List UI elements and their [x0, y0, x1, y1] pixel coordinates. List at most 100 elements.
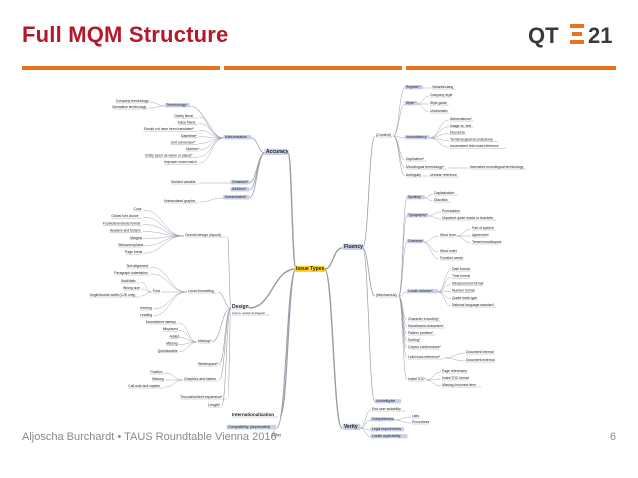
node-monolingual-terminology: Monolingual terminology*	[406, 165, 447, 170]
leaf-node: Lists	[412, 414, 421, 419]
node-ambiguity: Ambiguity	[406, 173, 422, 178]
leaf-node: Unit conversion*	[170, 140, 198, 145]
node-label: Locale applicability	[372, 434, 401, 438]
leaf-node: Pattern problem*	[408, 331, 436, 336]
leaf-node: Number format	[452, 289, 475, 293]
connector-line	[218, 307, 232, 381]
node-label: Document internal	[466, 350, 494, 354]
node-label: Inconsistent link/cross-reference	[450, 144, 499, 148]
node-box	[294, 265, 325, 272]
connector-line	[227, 307, 232, 399]
node-label: Date format	[452, 267, 470, 271]
connector-line	[437, 291, 452, 307]
node-label: Tense/mood/aspect	[472, 240, 501, 244]
connector-line	[393, 103, 406, 137]
node-inconsistency: Inconsistency	[404, 135, 430, 140]
node-label: Internationalization	[232, 412, 274, 417]
leaf-node: Overly literal	[174, 114, 198, 119]
node-omission: Omission*	[230, 179, 250, 185]
node-duplication: Duplication*	[406, 157, 427, 162]
connector-line	[444, 352, 466, 359]
connector-line	[456, 235, 472, 244]
node-box	[404, 135, 430, 140]
node-length: Length*	[208, 403, 221, 408]
node-label: Quote mark type	[452, 296, 477, 300]
connector-line	[248, 152, 266, 184]
node-label: Untranslated graphic	[164, 199, 196, 203]
node-label: Unit conversion*	[171, 140, 196, 144]
node-label: Page references	[442, 369, 467, 373]
connector-line	[398, 215, 408, 297]
leaf-node: Measurement format	[452, 281, 483, 286]
connector-line	[424, 197, 434, 202]
connector-line	[142, 224, 185, 237]
node-label: Kerning	[140, 306, 152, 310]
connector-line	[398, 295, 408, 381]
connector-line	[417, 103, 430, 113]
node-label: Unintelligible	[376, 399, 395, 403]
connector-line	[417, 95, 430, 105]
leaf-node: Should not have been translated*	[143, 127, 198, 132]
connector-line	[424, 193, 434, 199]
node-locale-applicability: Locale applicability	[370, 434, 408, 439]
qt21-logo: QT 21	[528, 20, 624, 52]
leaf-node: Missing /incorrect item	[442, 383, 482, 388]
node-label: Issue Types	[296, 266, 324, 272]
connector-line	[178, 341, 198, 353]
connector-line	[362, 135, 376, 249]
leaf-node: Variants/slang	[432, 85, 456, 90]
node-label: Font	[153, 289, 160, 293]
node-label: Style*	[406, 101, 416, 105]
connector-line	[362, 247, 376, 297]
node-label: Typography*	[408, 213, 428, 217]
node-label: Pattern problem*	[408, 331, 434, 335]
leaf-node: Bold/italic	[121, 279, 140, 284]
node-label: Sorting*	[408, 338, 421, 342]
branch-verity: Verity	[342, 423, 361, 430]
node-label: Truncation/text expansion*	[180, 395, 223, 399]
node-label: Entity (such as name or place)*	[145, 154, 193, 158]
node-label: Unclear reference	[430, 173, 457, 177]
connector-line	[398, 197, 408, 297]
node-label: Register*	[406, 85, 421, 89]
node-label: Time format	[452, 274, 470, 278]
connector-line	[437, 276, 452, 293]
connector-line	[148, 105, 166, 109]
node-label: Local formatting	[188, 289, 214, 293]
node-graphics-tables: Graphics and tables	[184, 377, 219, 382]
node-label: Missing	[166, 342, 178, 346]
node-label: Company terminology	[116, 99, 149, 103]
node-label: Terminological inconsistency	[450, 137, 493, 141]
node-label: Normative terminology	[112, 105, 146, 109]
connector-line	[152, 291, 188, 310]
node-grammar: Grammar*	[406, 239, 424, 244]
leaf-node: Part of speech	[472, 226, 496, 231]
node-label: Diacritics	[434, 198, 448, 202]
node-label: (Content)	[376, 133, 391, 137]
leaf-node: Inconsistent link/cross-reference	[450, 144, 507, 149]
connector-line	[398, 241, 408, 297]
node-label: Company style	[430, 93, 453, 97]
connector-line	[323, 268, 343, 429]
branch-accuracy: Accuracy	[264, 148, 289, 155]
leaf-node: Call-outs and caption	[128, 384, 164, 389]
node-whitespace: Whitespace*	[198, 362, 219, 367]
node-box	[230, 179, 250, 185]
node-label: Bold/italic	[121, 279, 136, 283]
root-node-issue-types: Issue Types	[294, 265, 325, 272]
node-label: Missing	[152, 377, 164, 381]
node-register: Register*	[404, 85, 423, 90]
node-label: Omitted variable	[171, 180, 196, 184]
connector-line	[250, 137, 266, 154]
leaf-node: Questionable	[157, 349, 178, 353]
connector-line	[429, 137, 450, 148]
node-label: Overall design (layout)	[185, 233, 221, 237]
leaf-node: Page references	[442, 369, 468, 374]
node-label: Monolingual terminology*	[406, 165, 445, 169]
node-box	[404, 85, 423, 90]
connector-line	[150, 273, 188, 293]
leaf-node: Paragraph indentation	[114, 271, 150, 276]
node-label: Questionable	[158, 349, 178, 353]
connector-line	[362, 247, 376, 403]
